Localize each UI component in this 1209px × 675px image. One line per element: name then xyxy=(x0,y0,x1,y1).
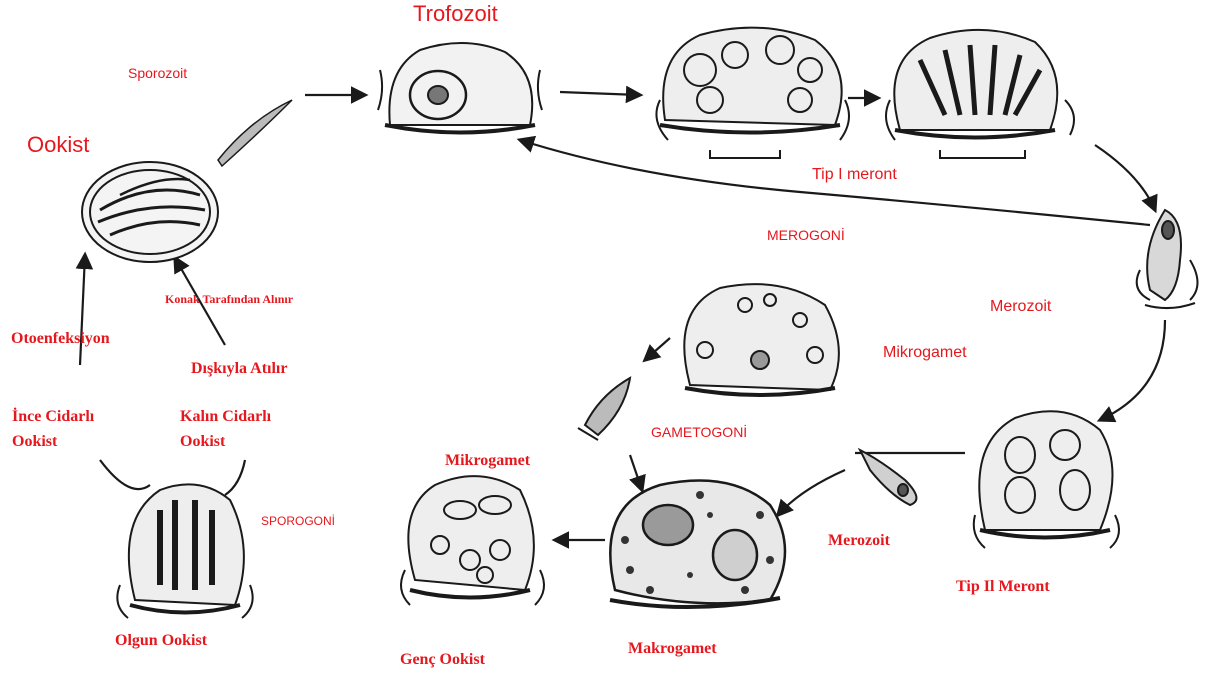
genc-ookist-cell xyxy=(401,476,544,605)
tip1-meront-cell-b xyxy=(886,30,1074,140)
label-merogoni: MEROGONİ xyxy=(767,228,845,243)
label-gametogoni: GAMETOGONİ xyxy=(651,425,747,440)
label-olgun-ookist: Olgun Ookist xyxy=(115,632,207,650)
arrow-tip1-to-merozoit xyxy=(1095,145,1155,210)
sporozoit-cell xyxy=(218,100,292,166)
ookist-cell xyxy=(82,162,218,262)
arrow-trofozoit-to-tip1 xyxy=(560,92,640,95)
label-ookist: Ookist xyxy=(27,133,89,157)
label-tip2-meront: Tip Il Meront xyxy=(956,578,1050,596)
label-mikrogamet-top: Mikrogamet xyxy=(883,344,967,362)
label-merozoit-right: Merozoit xyxy=(990,298,1051,316)
label-kalin-cidarli-1: Kalın Cidarlı xyxy=(180,408,271,426)
label-trofozoit: Trofozoit xyxy=(413,2,498,26)
tip1-bracket xyxy=(710,150,1025,158)
mikrogamet-free xyxy=(578,378,630,440)
label-konak-tarafindan-alinir: Konak Tarafından Alınır xyxy=(165,293,293,306)
curve-olgun-right xyxy=(225,460,245,495)
makrogamet-cell xyxy=(610,481,785,608)
arrow-merozoit-to-tip2 xyxy=(1100,320,1165,420)
olgun-ookist-cell xyxy=(117,484,252,618)
arrow-merozoit-to-makrogamet xyxy=(778,470,845,515)
label-ince-cidarli-1: İnce Cidarlı xyxy=(12,408,94,426)
merozoit-bottom-cell xyxy=(860,450,916,505)
curve-olgun-left xyxy=(100,460,150,489)
trofozoit-cell xyxy=(378,43,542,133)
tip2-meront-cell xyxy=(974,411,1119,548)
tip1-meront-cell-a xyxy=(656,28,849,140)
label-makrogamet: Makrogamet xyxy=(628,640,717,658)
label-diskiyla-atilir: Dışkıyla Atılır xyxy=(191,360,287,378)
mikrogamet-host-cell xyxy=(684,284,839,395)
label-merozoit-bottom: Merozoit xyxy=(828,532,890,550)
label-tip1-meront: Tip I meront xyxy=(812,166,897,184)
label-mikrogamet-mid: Mikrogamet xyxy=(445,452,530,470)
label-sporozoit: Sporozoit xyxy=(128,66,187,81)
arrow-mikrogamet-to-makrogamet xyxy=(630,455,642,490)
label-otoenfeksiyon: Otoenfeksiyon xyxy=(11,330,110,348)
arrow-mikrogamet-release xyxy=(645,338,670,360)
label-ince-cidarli-2: Ookist xyxy=(12,433,57,451)
label-kalin-cidarli-2: Ookist xyxy=(180,433,225,451)
label-genc-ookist: Genç Ookist xyxy=(400,651,485,669)
label-sporogoni: SPOROGONİ xyxy=(261,515,335,528)
arrow-ince-up xyxy=(80,255,85,365)
